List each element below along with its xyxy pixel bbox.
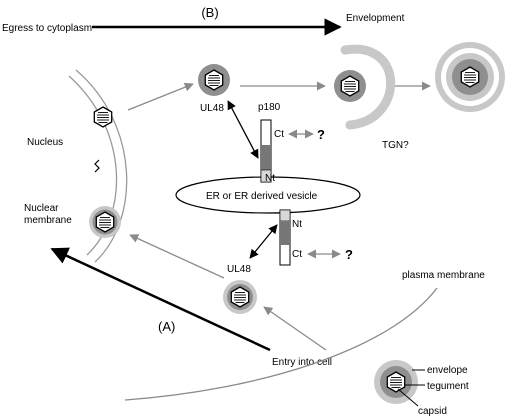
envelope-label: envelope: [427, 365, 468, 376]
capsid-label: capsid: [418, 406, 447, 417]
nuclear-membrane-label-1: Nuclear: [24, 203, 59, 214]
virion-entering: [223, 280, 257, 314]
ct-bottom-label: Ct: [292, 249, 302, 260]
legend-virion: [374, 360, 418, 404]
nuclear-membrane-inner: [68, 75, 118, 256]
nuclear-membrane-label-2: membrane: [24, 215, 72, 226]
nt-bottom-label: Nt: [292, 219, 302, 230]
nuclear-capsid: [93, 106, 113, 128]
capsid-pointer: [397, 388, 419, 407]
arrow-entry-to-cytoplasm: [263, 306, 327, 351]
nuclear-membrane-outer: [75, 69, 128, 263]
arrow-to-nuclear-membrane: [129, 234, 225, 279]
tgn-membrane: [340, 44, 396, 130]
entry-label: Entry into cell: [272, 357, 332, 368]
plasma-membrane-label: plasma membrane: [402, 270, 485, 281]
tegument-label: tegument: [427, 381, 469, 392]
ul48-p180-arrow-bottom: [249, 224, 278, 259]
er-vesicle-label: ER or ER derived vesicle: [206, 191, 318, 202]
egress-label: Egress to cytoplasm: [2, 23, 92, 34]
virion-cytoplasmic-top: [198, 64, 230, 96]
entry-arrow: [50, 247, 271, 352]
arrow-nucleus-to-cytoplasm: [127, 82, 194, 111]
envelopment-label: Envelopment: [346, 13, 405, 24]
virion-at-tgn: [334, 70, 366, 102]
p180-label: p180: [258, 102, 281, 113]
ul48-bottom-label: UL48: [227, 264, 251, 275]
mature-virion: [435, 42, 505, 112]
squiggle-mark: [94, 159, 100, 173]
tgn-label: TGN?: [382, 140, 409, 151]
p180-receptor-top: [260, 119, 272, 183]
ul48-top-label: UL48: [200, 103, 224, 114]
ul48-p180-arrow-top: [227, 100, 259, 159]
section-b-label: (B): [201, 5, 218, 20]
nucleus-label: Nucleus: [27, 137, 63, 148]
plasma-membrane: [124, 287, 438, 401]
ct-top-label: Ct: [274, 129, 284, 140]
question-top: ?: [317, 127, 325, 142]
virion-at-nuclear-membrane: [89, 206, 121, 238]
nt-top-label: Nt: [265, 173, 275, 184]
section-a-label: (A): [158, 319, 175, 334]
question-bottom: ?: [345, 247, 353, 262]
p180-receptor-bottom: [279, 209, 291, 266]
